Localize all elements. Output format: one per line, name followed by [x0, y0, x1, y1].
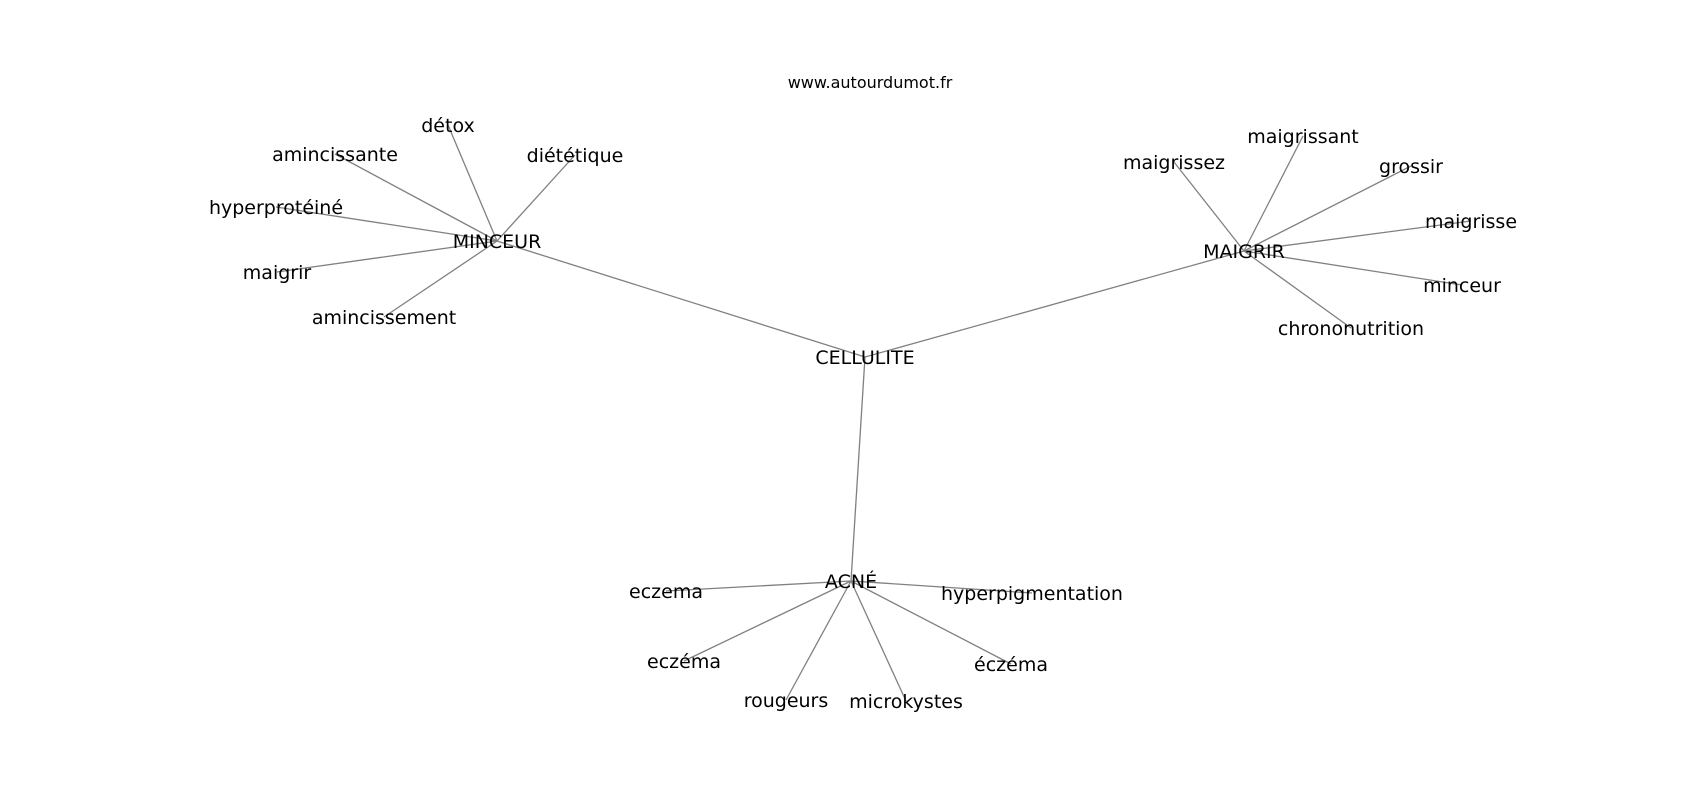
node-dietetique: diététique	[527, 145, 624, 167]
node-maigrir_leaf: maigrir	[243, 262, 312, 284]
node-chrononutrition: chrononutrition	[1278, 318, 1424, 340]
nodes-layer: CELLULITE MINCEUR MAIGRIR ACNÉ détox diététiq…	[209, 115, 1517, 713]
edge-minceur_hub-amincissement	[383, 240, 498, 318]
edge-maigrir_hub-maigrissant	[1243, 135, 1304, 252]
source-url: www.autourdumot.fr	[788, 73, 953, 92]
node-acne: ACNÉ	[825, 570, 877, 593]
edges-layer	[275, 124, 1472, 702]
edge-acne-microkystes	[850, 580, 907, 702]
edge-maigrir_hub-maigrisse	[1243, 220, 1472, 252]
node-grossir: grossir	[1379, 156, 1443, 178]
node-eczema_double: éczéma	[974, 654, 1048, 676]
node-maigrir_hub: MAIGRIR	[1203, 241, 1285, 263]
edge-cellulite-acne	[850, 356, 866, 582]
node-detox: détox	[421, 115, 474, 137]
node-hyperpigmentation: hyperpigmentation	[941, 583, 1123, 605]
edge-maigrir_hub-maigrissez	[1173, 161, 1245, 252]
node-eczema: eczema	[629, 581, 703, 603]
edge-cellulite-maigrir_hub	[864, 250, 1245, 358]
node-hyperproteine: hyperprotéiné	[209, 197, 343, 219]
edge-maigrir_hub-chrononutrition	[1243, 250, 1352, 329]
edge-acne-hyperpigmentation	[850, 580, 1033, 594]
edge-minceur_hub-amincissante	[334, 153, 498, 242]
node-amincissement: amincissement	[312, 307, 456, 329]
edge-acne-eczema_accent	[683, 580, 852, 662]
edge-maigrir_hub-grossir	[1243, 165, 1412, 252]
edge-acne-eczema	[665, 580, 852, 592]
node-cellulite: CELLULITE	[815, 347, 914, 369]
node-maigrisse: maigrisse	[1425, 211, 1517, 233]
edge-minceur_hub-hyperproteine	[275, 206, 498, 242]
edge-minceur_hub-dietetique	[496, 154, 576, 242]
node-maigrissant: maigrissant	[1247, 126, 1359, 148]
edge-acne-eczema_double	[850, 580, 1012, 665]
edge-minceur_hub-detox	[447, 124, 498, 242]
node-rougeurs: rougeurs	[744, 690, 829, 712]
edge-acne-rougeurs	[785, 580, 852, 701]
node-microkystes: microkystes	[849, 691, 963, 713]
node-eczema_accent: eczéma	[647, 651, 721, 673]
node-amincissante: amincissante	[272, 144, 398, 166]
node-maigrissez: maigrissez	[1123, 152, 1225, 174]
node-minceur_leaf: minceur	[1423, 275, 1501, 297]
node-minceur_hub: MINCEUR	[453, 231, 542, 253]
edge-cellulite-minceur_hub	[496, 240, 866, 358]
edge-minceur_hub-maigrir_leaf	[276, 240, 498, 273]
edge-maigrir_hub-minceur_leaf	[1243, 250, 1463, 286]
